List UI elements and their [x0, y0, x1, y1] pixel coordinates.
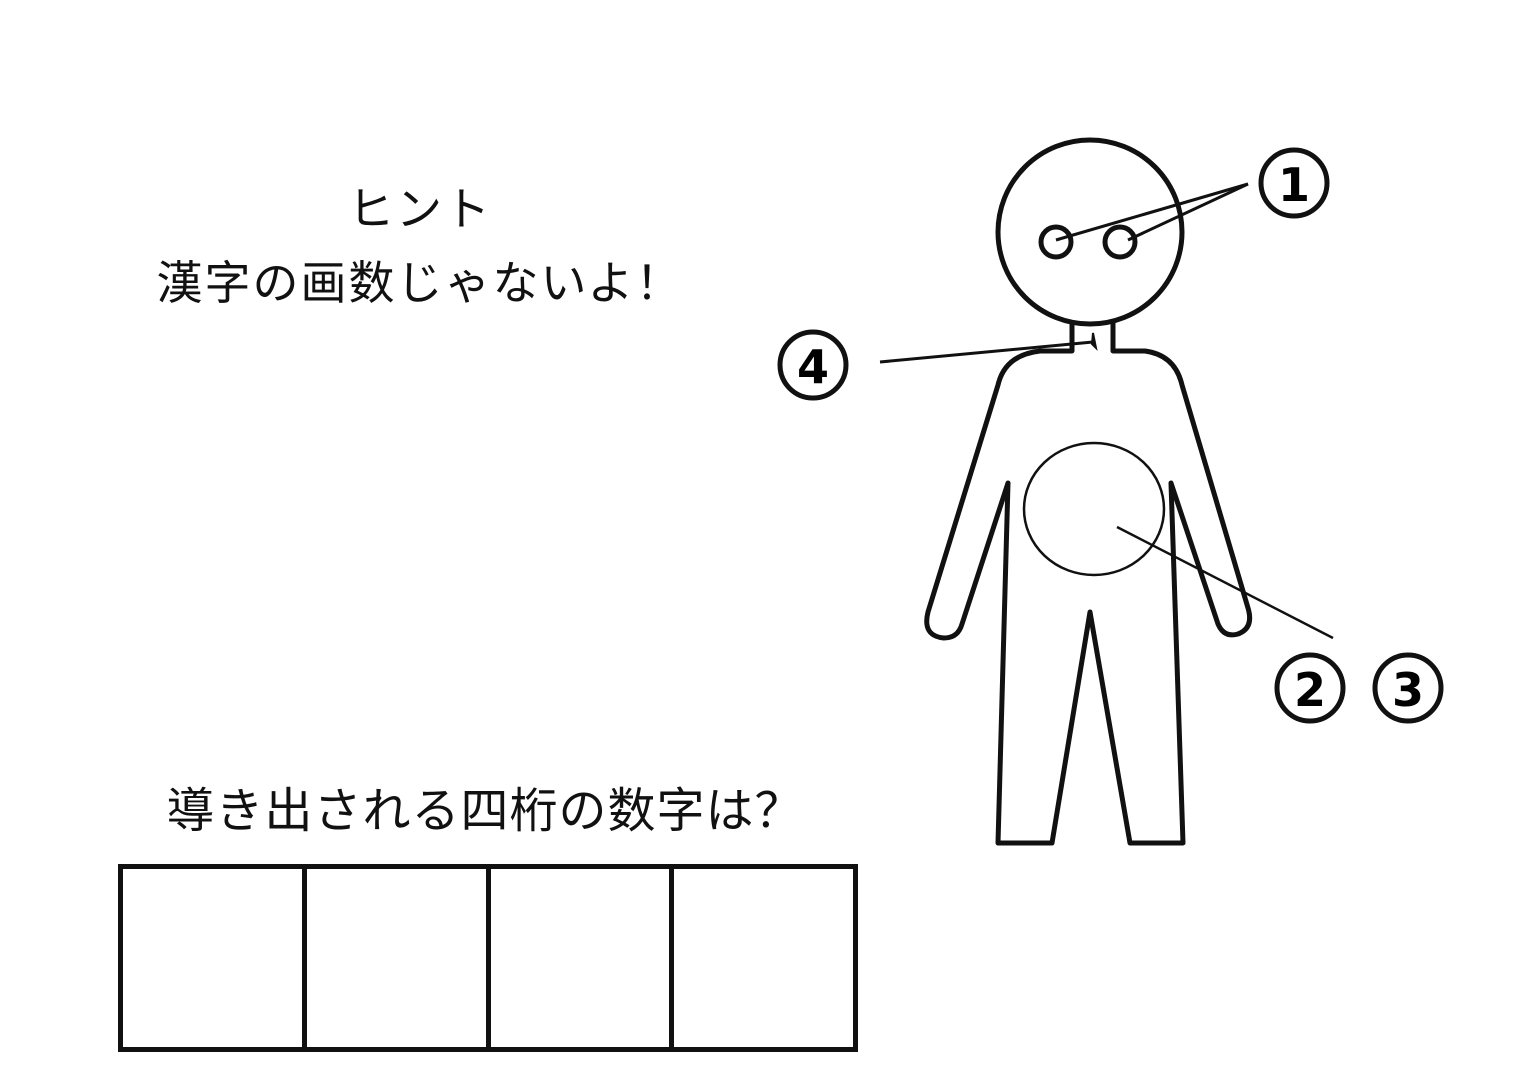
- figure-head: [995, 137, 1185, 327]
- label-badge-2: 2: [1274, 652, 1346, 724]
- figure-throat-mark: [1090, 332, 1098, 352]
- label-badge-4: 4: [777, 329, 849, 401]
- label-badge-1: 1: [1258, 147, 1330, 219]
- leader-line-stomach: [1116, 525, 1334, 640]
- hint-title: ヒント: [348, 182, 492, 236]
- label-2-text: 2: [1294, 663, 1326, 717]
- figure-body-outline: [924, 320, 1253, 846]
- answer-boxes: [118, 864, 858, 1052]
- figure-stomach: [1022, 441, 1166, 577]
- question-text: 導き出される四桁の数字は？: [166, 783, 804, 839]
- answer-box-3[interactable]: [485, 869, 670, 1047]
- leader-line-eyes-left: [1055, 182, 1249, 242]
- leader-line-eyes-right: [1127, 182, 1249, 242]
- answer-box-2[interactable]: [301, 869, 486, 1047]
- hint-text: 漢字の画数じゃないよ！: [156, 256, 684, 310]
- leader-line-neck: [879, 340, 1094, 364]
- figure-right-eye: [1102, 224, 1138, 260]
- label-4-text: 4: [797, 340, 829, 394]
- answer-box-1[interactable]: [123, 869, 302, 1047]
- answer-box-4[interactable]: [669, 869, 853, 1047]
- label-1-text: 1: [1278, 158, 1310, 212]
- label-badge-3: 3: [1372, 652, 1444, 724]
- label-3-text: 3: [1392, 663, 1424, 717]
- figure-left-eye: [1038, 224, 1074, 260]
